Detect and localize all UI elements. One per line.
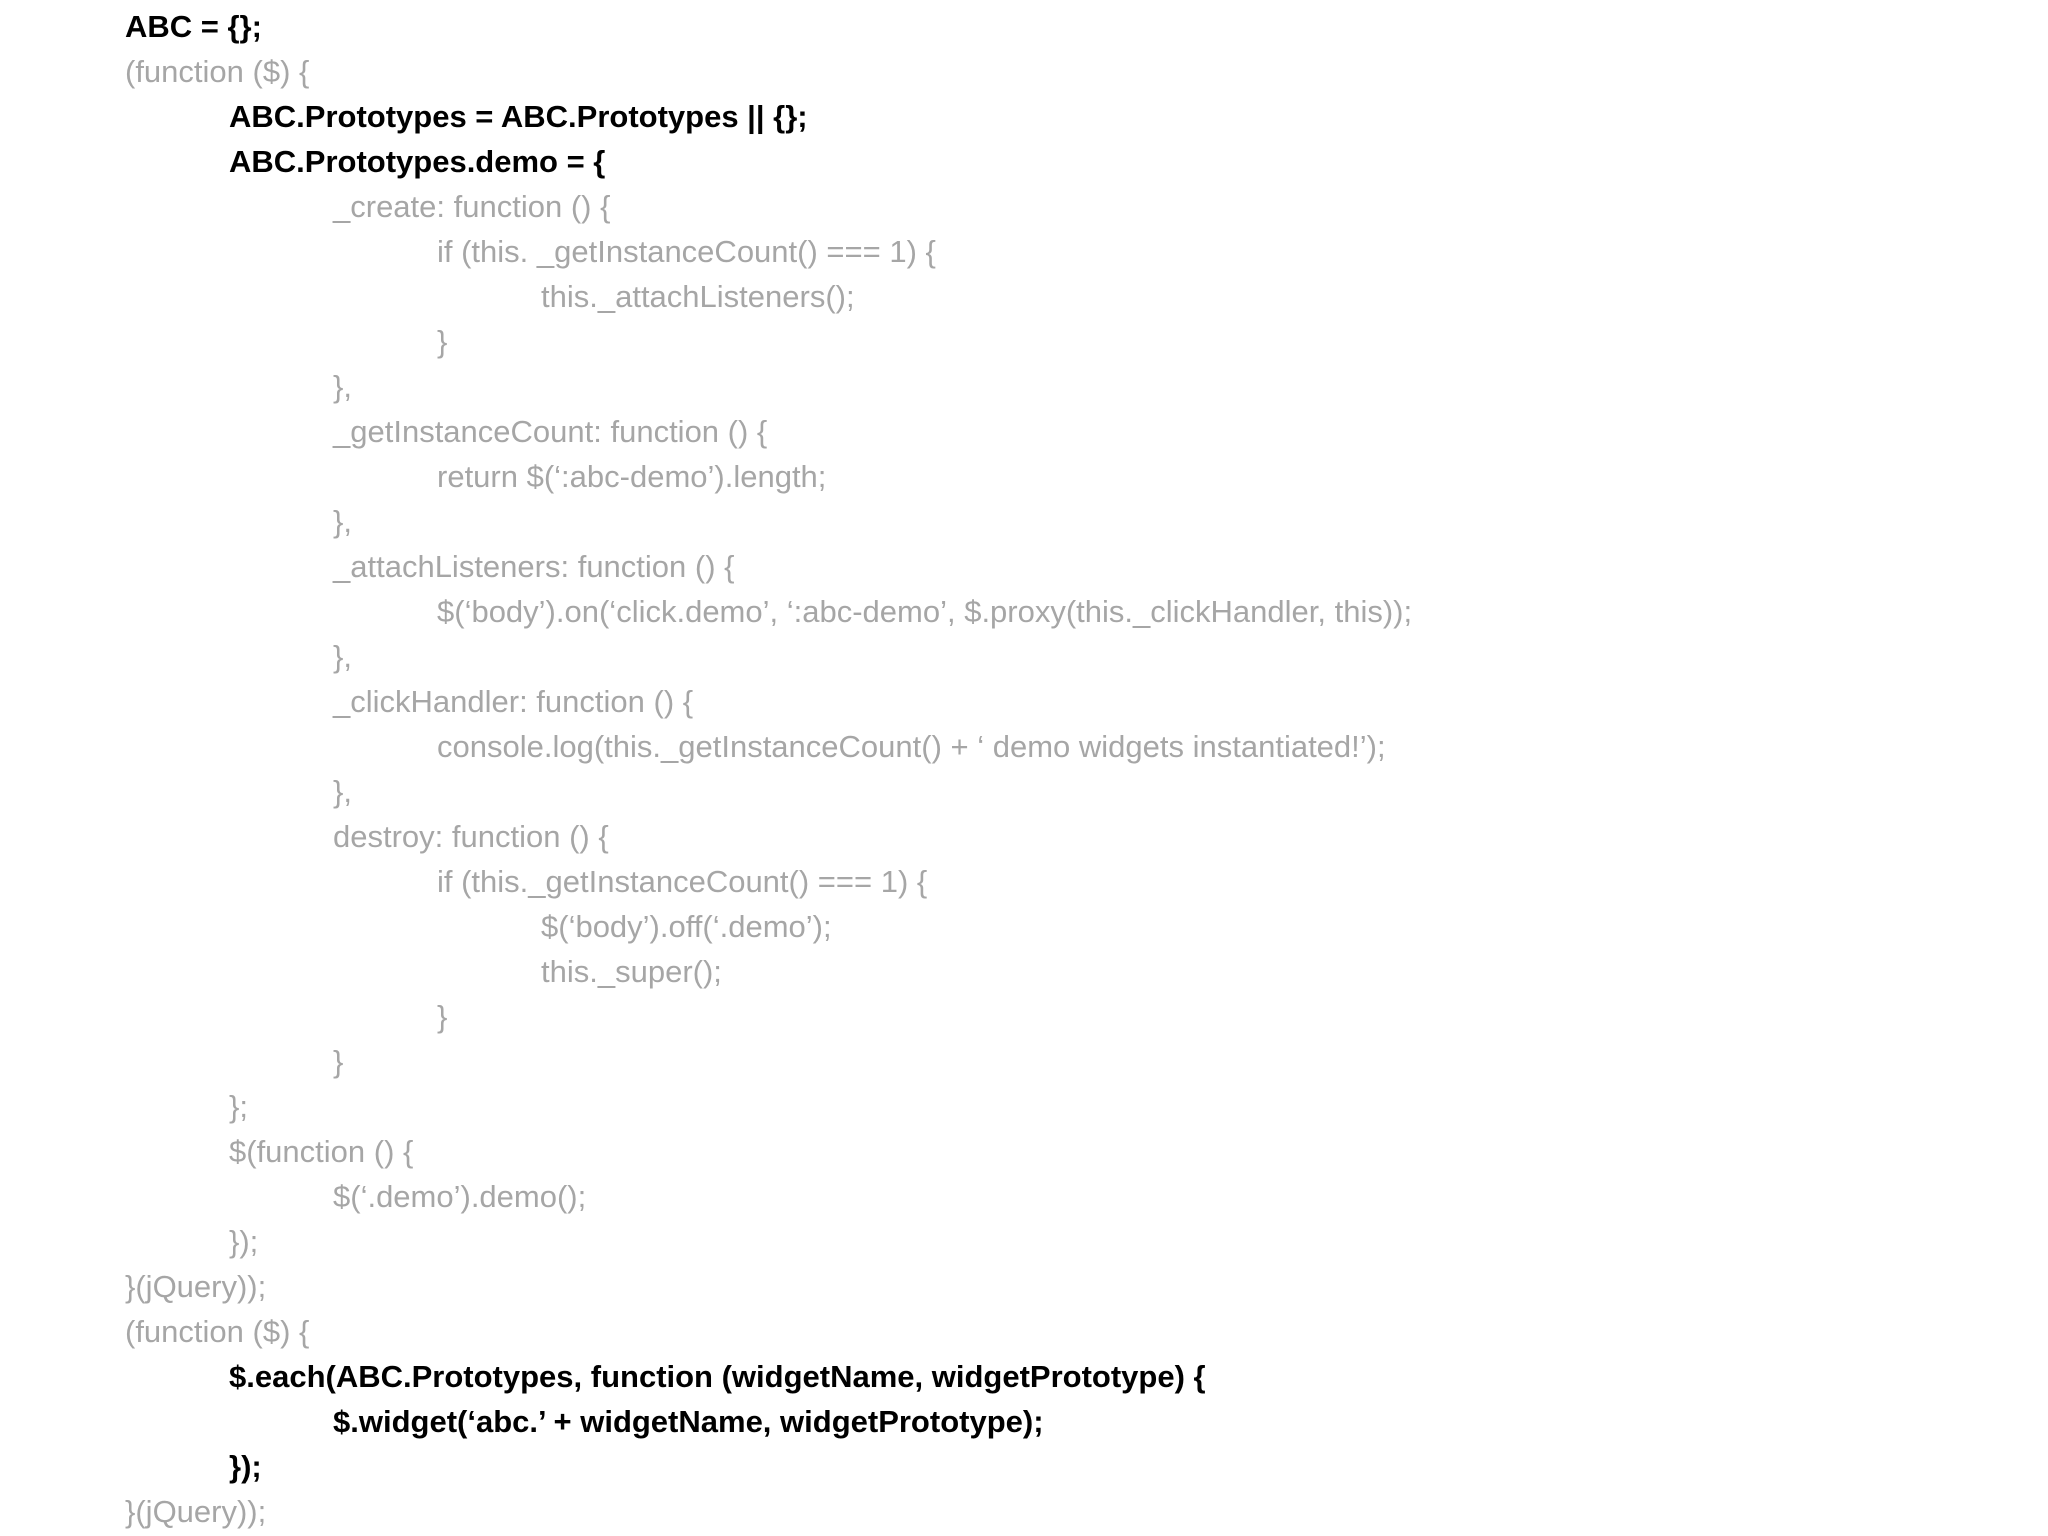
code-line: }, xyxy=(333,774,352,809)
code-line: $(‘body’).on(‘click.demo’, ‘:abc-demo’, … xyxy=(437,594,1413,629)
code-line: $(function () { xyxy=(229,1134,414,1169)
code-line: ABC.Prototypes.demo = { xyxy=(229,144,606,179)
code-line: } xyxy=(437,999,448,1034)
code-line: (function ($) { xyxy=(125,54,310,89)
code-line: destroy: function () { xyxy=(333,819,609,854)
code-line: ABC.Prototypes = ABC.Prototypes || {}; xyxy=(229,99,808,134)
code-line: $.each(ABC.Prototypes, function (widgetN… xyxy=(229,1359,1206,1394)
code-line: }(jQuery)); xyxy=(125,1494,267,1529)
code-line: if (this._getInstanceCount() === 1) { xyxy=(437,864,928,899)
code-line: }, xyxy=(333,504,352,539)
code-line: } xyxy=(437,324,448,359)
code-line: if (this. _getInstanceCount() === 1) { xyxy=(437,234,936,269)
code-line: }, xyxy=(333,369,352,404)
code-line: (function ($) { xyxy=(125,1314,310,1349)
code-line: _clickHandler: function () { xyxy=(333,684,694,719)
code-line: }(jQuery)); xyxy=(125,1269,267,1304)
code-listing: ABC = {}; (function ($) { ABC.Prototypes =… xyxy=(125,4,2025,1534)
code-line: _create: function () { xyxy=(333,189,611,224)
code-line: }); xyxy=(229,1224,259,1259)
code-line: console.log(this._getInstanceCount() + ‘… xyxy=(437,729,1386,764)
code-line: $(‘body’).off(‘.demo’); xyxy=(541,909,832,944)
code-line: return $(‘:abc-demo’).length; xyxy=(437,459,827,494)
code-line: _attachListeners: function () { xyxy=(333,549,735,584)
code-line: }); xyxy=(229,1449,262,1484)
code-line: _getInstanceCount: function () { xyxy=(333,414,768,449)
code-line: }, xyxy=(333,639,352,674)
code-line: } xyxy=(333,1044,344,1079)
code-line: }; xyxy=(229,1089,248,1124)
code-line: $(‘.demo’).demo(); xyxy=(333,1179,587,1214)
code-line: $.widget(‘abc.’ + widgetName, widgetProt… xyxy=(333,1404,1044,1439)
code-line: this._attachListeners(); xyxy=(541,279,855,314)
code-line: this._super(); xyxy=(541,954,722,989)
code-line: ABC = {}; xyxy=(125,9,262,44)
